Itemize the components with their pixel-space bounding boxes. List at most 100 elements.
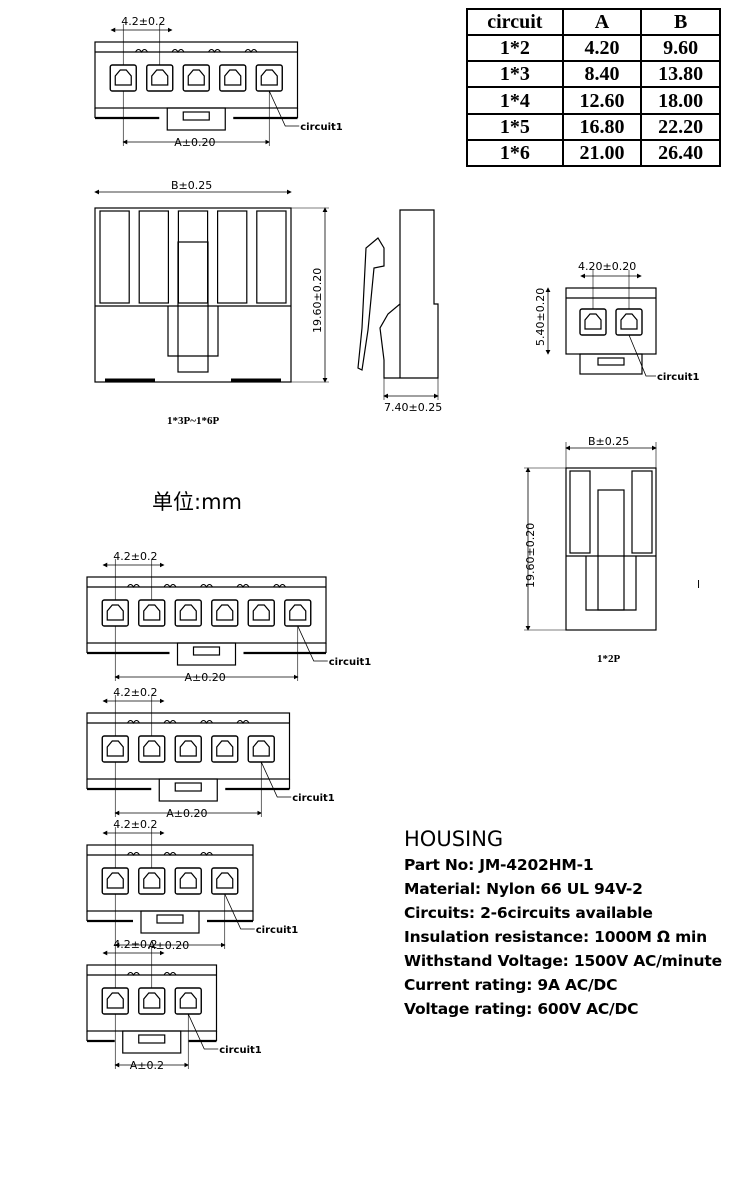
cavity-frame bbox=[219, 64, 247, 92]
locking-arm bbox=[597, 489, 625, 611]
circuit1-label-2p: circuit1 bbox=[657, 372, 700, 383]
cavity-key bbox=[179, 740, 197, 757]
cavity bbox=[247, 735, 275, 763]
cavity-frame bbox=[174, 867, 202, 895]
cavity-key bbox=[106, 872, 124, 889]
cavity bbox=[211, 867, 239, 895]
spec-insulation: Insulation resistance: 1000M Ω min bbox=[404, 928, 707, 946]
cavity-frame bbox=[174, 735, 202, 763]
a-dimension-label: A±0.20 bbox=[148, 939, 189, 952]
cavity-key bbox=[179, 872, 197, 889]
cavity bbox=[174, 735, 202, 763]
table-row: 1*3 8.40 13.80 bbox=[466, 60, 721, 89]
height-label-2p: 19.60±0.20 bbox=[524, 523, 537, 588]
latch-bump bbox=[200, 720, 213, 724]
circuit1-leader bbox=[297, 625, 328, 662]
cavity bbox=[579, 308, 607, 336]
latch-tab bbox=[158, 778, 218, 802]
latch-window bbox=[182, 111, 210, 121]
height-label: 19.60±0.20 bbox=[311, 268, 324, 333]
cavity bbox=[211, 599, 239, 627]
cavity bbox=[182, 64, 210, 92]
cavity-frame bbox=[138, 987, 166, 1015]
cavity bbox=[255, 64, 283, 92]
stray-mark: l bbox=[697, 578, 700, 591]
table-cell: 1*4 bbox=[466, 86, 564, 115]
cavity-frame bbox=[182, 64, 210, 92]
cavity-key bbox=[143, 740, 161, 757]
latch-bump bbox=[244, 49, 258, 53]
latch-bump bbox=[273, 584, 286, 588]
table-row: 1*2 4.20 9.60 bbox=[466, 34, 721, 63]
spec-material: Material: Nylon 66 UL 94V-2 bbox=[404, 880, 643, 898]
side-profile-body bbox=[379, 209, 439, 379]
cavity-key bbox=[179, 604, 197, 621]
terminal-slot bbox=[256, 210, 287, 304]
latch-tab bbox=[122, 1030, 182, 1054]
cavity-frame bbox=[101, 867, 129, 895]
terminal-slot bbox=[569, 470, 591, 554]
cavity-frame bbox=[101, 599, 129, 627]
range-caption: 1*3P~1*6P bbox=[167, 415, 219, 427]
unit-note: 单位:mm bbox=[152, 490, 242, 514]
spec-circuits: Circuits: 2-6circuits available bbox=[404, 904, 653, 922]
cavity bbox=[174, 599, 202, 627]
cavity-frame bbox=[101, 987, 129, 1015]
cavity-frame bbox=[146, 64, 174, 92]
terminal-slot bbox=[177, 210, 209, 304]
latch-tab bbox=[579, 353, 643, 375]
depth-label: 7.40±0.25 bbox=[384, 401, 442, 414]
cavity-frame bbox=[109, 64, 137, 92]
latch-tab bbox=[166, 107, 226, 131]
table-cell: 1*2 bbox=[466, 34, 564, 63]
table-cell: 18.00 bbox=[640, 86, 721, 115]
latch-bump bbox=[200, 584, 213, 588]
cavity bbox=[138, 867, 166, 895]
table-cell: 26.40 bbox=[640, 138, 721, 168]
cavity bbox=[284, 599, 312, 627]
two-pin-caption: 1*2P bbox=[597, 653, 621, 665]
cavity bbox=[174, 987, 202, 1015]
cavity-frame bbox=[138, 599, 166, 627]
cavity-key bbox=[584, 313, 602, 330]
cavity-key bbox=[114, 69, 132, 86]
cavity-key bbox=[224, 69, 242, 86]
cavity bbox=[146, 64, 174, 92]
table-cell: 8.40 bbox=[561, 60, 643, 89]
latch-tab bbox=[140, 910, 200, 934]
cavity-key bbox=[260, 69, 278, 86]
spec-voltage: Voltage rating: 600V AC/DC bbox=[404, 1000, 639, 1018]
cavity-frame bbox=[174, 599, 202, 627]
circuit1-label: circuit1 bbox=[329, 657, 372, 668]
cavity-frame bbox=[211, 735, 239, 763]
cavity-key bbox=[252, 604, 270, 621]
two-pin-side-outline bbox=[565, 467, 657, 631]
small-height-label: 5.40±0.20 bbox=[534, 288, 547, 346]
cavity-key bbox=[216, 872, 234, 889]
table-cell: 13.80 bbox=[640, 60, 721, 89]
circuit1-leader bbox=[268, 90, 300, 127]
circuit1-label: circuit1 bbox=[292, 793, 335, 804]
dimension-table: circuit A B 1*2 4.20 9.60 1*3 8.40 13.80… bbox=[466, 7, 721, 168]
cavity-key bbox=[151, 69, 169, 86]
latch-bump bbox=[163, 584, 177, 588]
housing-side-outline bbox=[94, 207, 292, 383]
cavity bbox=[101, 599, 129, 627]
latch-bump bbox=[200, 852, 213, 856]
side-profile-latch bbox=[357, 237, 385, 371]
terminal-slot bbox=[217, 210, 248, 304]
latch-window bbox=[174, 782, 202, 792]
a-dimension-label: A±0.20 bbox=[166, 807, 207, 820]
table-header-a: A bbox=[561, 7, 643, 37]
cavity-key bbox=[143, 992, 161, 1009]
cavity bbox=[138, 599, 166, 627]
latch-bump bbox=[171, 49, 185, 53]
cavity-frame bbox=[138, 735, 166, 763]
table-cell: 1*6 bbox=[466, 138, 564, 168]
table-cell: 4.20 bbox=[561, 34, 643, 63]
b-dimension-label-2p: B±0.25 bbox=[588, 435, 629, 448]
latch-window bbox=[597, 357, 625, 366]
cavity bbox=[109, 64, 137, 92]
cavity bbox=[247, 599, 275, 627]
